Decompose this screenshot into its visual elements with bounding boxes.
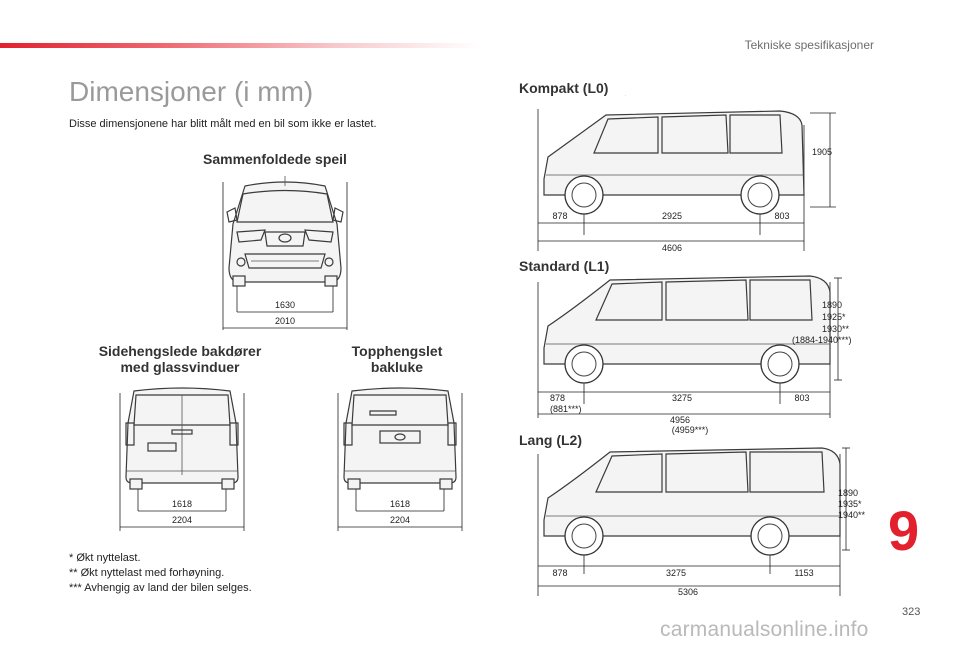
compact-label: Kompakt (L0): [519, 80, 609, 96]
long-height-1: 1890: [838, 488, 858, 498]
long-label: Lang (L2): [519, 432, 582, 448]
long-rear-overhang: 1153: [794, 568, 813, 578]
compact-height: 1905: [812, 147, 832, 157]
rear-doors-outer-width: 2204: [172, 515, 192, 525]
standard-height-4: (1884-1940***): [792, 335, 852, 345]
front-view-label: Sammenfoldede speil: [203, 151, 347, 167]
compact-rear-wheel: [740, 175, 780, 215]
compact-wheelbase: 2925: [662, 211, 682, 221]
rear-tailgate-diagram: 1618 2204: [337, 387, 463, 531]
long-height-2: 1935*: [838, 499, 862, 509]
header-accent-bar: [0, 43, 480, 48]
long-length: 5306: [678, 587, 698, 597]
standard-side-diagram: 878 (881***) 3275 803 4956 (4959***) 189…: [537, 275, 852, 435]
standard-height-3: 1930**: [822, 324, 850, 334]
long-side-diagram: 878 3275 1153 5306 1890 1935* 1940**: [537, 447, 866, 597]
rear-tailgate-van-body: [343, 387, 457, 484]
long-rear-wheel: [750, 516, 790, 556]
long-height-3: 1940**: [838, 510, 866, 520]
standard-rear-wheel: [760, 344, 800, 384]
section-title: Tekniske spesifikasjoner: [744, 38, 874, 52]
rear-doors-inner-width: 1618: [172, 499, 192, 509]
compact-length: 4606: [662, 243, 682, 253]
chapter-number: 9: [888, 499, 920, 562]
standard-front-overhang: 878: [550, 393, 565, 403]
long-front-wheel: [564, 516, 604, 556]
footnotes: * Økt nyttelast. ** Økt nyttelast med fo…: [69, 551, 252, 596]
rear-tailgate-label: Topphengslet bakluke: [322, 343, 472, 375]
front-outer-width: 2010: [275, 316, 295, 326]
standard-label: Standard (L1): [519, 258, 610, 274]
page-title: Dimensjoner (i mm): [69, 76, 314, 107]
footnote-1: * Økt nyttelast.: [69, 552, 141, 564]
long-wheelbase: 3275: [666, 568, 686, 578]
tailgate-outer-width: 2204: [390, 515, 410, 525]
intro-text: Disse dimensjonene har blitt målt med en…: [69, 118, 377, 130]
footnote-3: *** Avhengig av land der bilen selges.: [69, 582, 252, 594]
compact-front-wheel: [564, 175, 604, 215]
watermark: carmanualsonline.info: [660, 618, 869, 641]
compact-side-diagram: 878 2925 803 4606 1905: [537, 95, 836, 253]
long-front-overhang: 878: [552, 568, 567, 578]
front-inner-width: 1630: [275, 300, 295, 310]
standard-height-2: 1925*: [822, 312, 846, 322]
rear-side-doors-label-line2: med glassvinduer: [120, 359, 240, 375]
rear-side-doors-diagram: 1618 2204: [119, 387, 245, 531]
standard-height-1: 1890: [822, 300, 842, 310]
tailgate-inner-width: 1618: [390, 499, 410, 509]
rear-tailgate-label-line1: Topphengslet: [351, 343, 443, 359]
standard-length-alt: (4959***): [672, 425, 709, 435]
compact-rear-overhang: 803: [774, 211, 789, 221]
page-number: 323: [902, 606, 921, 618]
standard-front-overhang-alt: (881***): [550, 404, 582, 414]
standard-wheelbase: 3275: [672, 393, 692, 403]
compact-front-overhang: 878: [552, 211, 567, 221]
standard-rear-overhang: 803: [794, 393, 809, 403]
rear-side-doors-label: Sidehengslede bakdører med glassvinduer: [70, 343, 290, 375]
footnote-2: ** Økt nyttelast med forhøyning.: [69, 567, 225, 579]
standard-length: 4956: [670, 415, 690, 425]
front-view-diagram: 1630 2010: [222, 176, 348, 330]
standard-front-wheel: [564, 344, 604, 384]
rear-side-doors-label-line1: Sidehengslede bakdører: [98, 343, 262, 359]
rear-tailgate-label-line2: bakluke: [370, 359, 424, 375]
